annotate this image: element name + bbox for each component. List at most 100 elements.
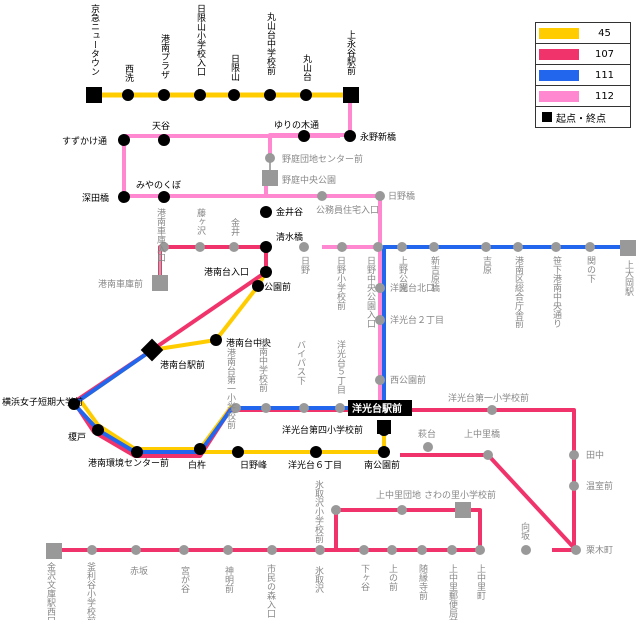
label-kaminagaya: 上永谷駅前 [345, 30, 356, 76]
legend-swatch [539, 69, 579, 81]
labels-horizontal: すずかけ通 天谷 ゆりの木通 永野新橋 深田橋 みやのくぼ 金井谷 清水橋 港南… [2, 119, 400, 471]
legend-terminal-label: 起点・終点 [556, 113, 606, 125]
label-yoshiwara: 吉原 [481, 256, 492, 274]
label-yubinkyoku: 上中里郵便局前 [447, 564, 458, 620]
label-hino-yama-elem: 日限山小学校入口 [195, 4, 206, 76]
label-konan-shako: 港南車庫入口 [155, 207, 166, 262]
label-onsenmae: 温室前 [586, 480, 613, 492]
legend-swatch [539, 90, 579, 102]
label-shinmei: 神明前 [223, 565, 234, 594]
label-hakitori-elem: 氷取沢小学校前 [313, 479, 324, 544]
label-kuriki: 栗木町 [586, 544, 613, 556]
label-nishiarai: 西洗 [123, 64, 134, 83]
legend-label: 111 [594, 69, 615, 81]
label-tanaka: 田中 [586, 449, 604, 461]
label-konan-chugaku: 港南中学校前 [257, 337, 268, 393]
label-hakitori: 氷取沢 [313, 565, 324, 594]
legend: 45 107 111 112 起点・終点 [535, 22, 631, 128]
label-koyodai-5: 洋光台５丁目 [335, 339, 346, 394]
label-kamino-koen: 上野公園 [397, 256, 408, 293]
legend-label: 112 [594, 90, 615, 102]
label-minami-koen: 南公園前 [364, 459, 400, 471]
label-koyodai-no4: 洋光台第四小学校前 [282, 424, 363, 436]
label-konandai-chuo: 港南台中央 [226, 337, 271, 349]
label-hino-chuo-park: 日野中央公園入口 [365, 256, 376, 328]
label-konan-office: 港南区総合庁舎前 [513, 255, 524, 329]
label-shin-yoshiwara: 新吉原橋 [429, 255, 440, 293]
label-keikyu-newtown: 京急ニュータウン [89, 3, 100, 76]
label-hinobashi: 日野橋 [388, 190, 415, 202]
label-konandai-station: 港南台駅前 [160, 359, 205, 371]
label-shiminnomori: 市民の森入口 [265, 563, 276, 618]
labels-top: 京急ニュータウン 西洗 港南プラザ 日限山小学校入口 日限山 丸山台中学校前 丸… [89, 3, 356, 83]
label-koumuin: 公務員住宅入口 [316, 204, 379, 216]
label-fukadabashi: 深田橋 [82, 192, 109, 204]
highlight-koyodai-station: 洋光台駅前 [348, 400, 412, 434]
label-konan-shako-mae: 港南車庫前 [98, 278, 143, 290]
label-noba-center: 野庭団地センター前 [282, 153, 363, 165]
label-shimogaya: 下ヶ谷 [359, 564, 370, 592]
label-kanazawa-bunko: 金沢文庫駅西口 [45, 561, 56, 620]
legend-label: 45 [598, 27, 611, 39]
label-miyagaya: 宮が谷 [179, 565, 190, 594]
label-akasaka: 赤坂 [130, 566, 148, 577]
label-bypass: バイパス下 [295, 340, 306, 386]
label-kanei: 金井 [229, 217, 240, 237]
legend-row-112: 112 [536, 86, 630, 107]
label-nagano-shinbashi: 永野新橋 [360, 131, 396, 143]
label-kanazawa-kosha: 釜利谷小学校前東 [85, 561, 96, 620]
legend-row-111: 111 [536, 65, 630, 86]
label-maruyamadai-jhs: 丸山台中学校前 [265, 11, 276, 76]
labels-vertical-minor: 港南車庫入口 藤ヶ沢 金井 日野 日野小学校前 日野中央公園入口 上野公園 新吉… [45, 207, 634, 620]
label-miyanokubo: みやのくぼ [136, 180, 181, 191]
label-fujigasawa: 藤ヶ沢 [195, 207, 206, 236]
label-kamiooka: 上大岡駅 [623, 260, 634, 297]
label-konan-plaza: 港南プラザ [159, 33, 170, 79]
label-koyodai-station: 洋光台駅前 [352, 402, 402, 415]
legend-swatch [539, 27, 579, 39]
legend-terminal-row: 起点・終点 [536, 107, 630, 127]
label-koyodai-6: 洋光台６丁目 [288, 459, 342, 471]
label-koenmae: 公園前 [264, 281, 291, 293]
label-hino-elem: 日野小学校前 [335, 256, 346, 311]
label-zuienji: 随縁寺前 [417, 563, 428, 601]
label-sekinoshita: 関の下 [585, 256, 596, 284]
label-sawanosato: さわの里小学校前 [424, 489, 496, 501]
legend-row-107: 107 [536, 44, 630, 65]
label-koyodai-no1: 洋光台第一小学校前 [448, 392, 529, 404]
label-kaminakazato-danchi: 上中里団地 [376, 489, 421, 501]
label-shimizubashi: 清水橋 [276, 231, 303, 243]
label-kaneiya: 金井谷 [276, 206, 303, 218]
label-noba-chuo-park: 野庭中央公園 [282, 174, 336, 186]
label-konandai-iriguchi: 港南台入口 [204, 266, 249, 278]
label-suzukake: すずかけ通 [62, 136, 107, 147]
label-koyodai-kita: 洋光台北口 [390, 282, 435, 294]
label-kaminakazato-bashi: 上中里橋 [464, 428, 500, 440]
label-hino-yama: 日限山 [229, 54, 240, 81]
legend-swatch [539, 48, 579, 60]
label-shirakabe: 白杵 [188, 459, 206, 471]
label-nishi-koen: 西公園前 [390, 374, 426, 386]
label-mukaisaka: 向坂 [519, 521, 530, 541]
label-sasage-konan: 笹下港南中央通り [551, 255, 562, 328]
label-tenya: 天谷 [152, 121, 170, 132]
label-yurinoki: ゆりの木通 [274, 119, 319, 131]
label-konan-kankyo: 港南環境センター前 [88, 457, 169, 469]
labels-minor-horizontal: 野庭団地センター前 野庭中央公園 日野橋 公務員住宅入口 港南車庫前 洋光台北口… [98, 153, 613, 577]
label-kaminakazato-cho: 上中里町 [475, 564, 486, 600]
legend-label: 107 [594, 48, 615, 60]
label-hino: 日野 [299, 256, 310, 274]
label-hagidai: 萩台 [418, 428, 436, 440]
label-kosaido: 榎戸 [68, 431, 86, 443]
label-konandai-no1: 港南台第一小学校前 [225, 347, 236, 430]
connector-lines [159, 158, 271, 283]
label-koyodai-2: 洋光台２丁目 [390, 314, 444, 326]
label-maruyamadai: 丸山台 [301, 53, 312, 82]
terminal-square-icon [542, 112, 552, 122]
label-yokohama-joshi: 横浜女子短期大学前 [2, 396, 83, 408]
label-hinomine: 日野峰 [240, 460, 267, 471]
stops-minor [87, 153, 595, 555]
label-kaminomae: 上の前 [387, 564, 398, 592]
legend-row-45: 45 [536, 23, 630, 44]
